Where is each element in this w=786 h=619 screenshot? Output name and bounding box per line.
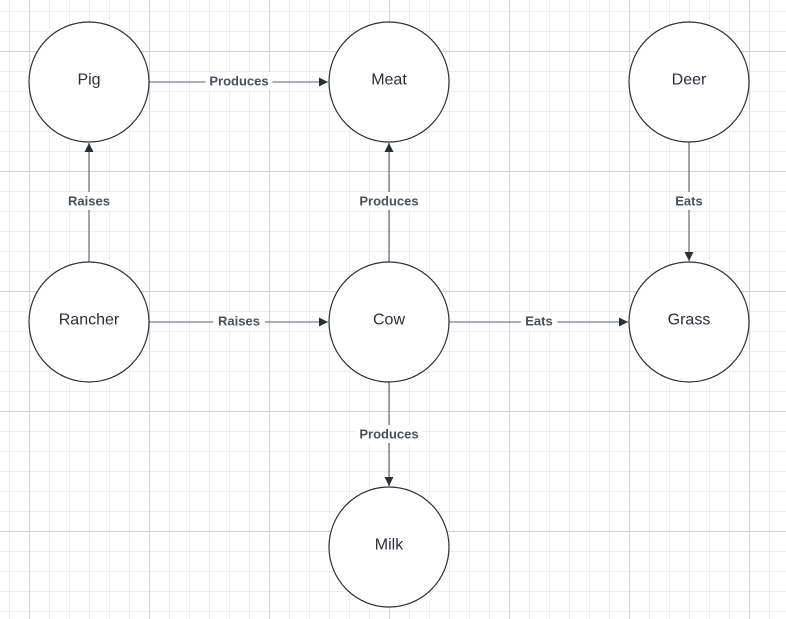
- edge-rancher-cow[interactable]: Raises: [149, 312, 328, 330]
- edge-rancher-pig[interactable]: Raises: [63, 143, 115, 262]
- node-label-rancher: Rancher: [59, 312, 120, 329]
- edge-deer-grass[interactable]: Eats: [670, 142, 708, 261]
- edge-label-bg-pig-meat: [205, 72, 273, 90]
- node-rancher[interactable]: Rancher: [28, 261, 150, 383]
- edge-pig-meat[interactable]: Produces: [149, 72, 328, 90]
- node-circle-deer[interactable]: [628, 21, 750, 143]
- node-circle-milk[interactable]: [328, 486, 450, 608]
- edge-label-bg-cow-grass: [520, 312, 558, 330]
- node-label-pig: Pig: [77, 72, 100, 89]
- edge-cow-grass[interactable]: Eats: [449, 312, 628, 330]
- edge-label-bg-cow-meat: [355, 192, 423, 210]
- edge-label-bg-deer-grass: [670, 192, 708, 210]
- node-grass[interactable]: Grass: [628, 261, 750, 383]
- node-circle-rancher[interactable]: [28, 261, 150, 383]
- edge-label-rancher-cow: Raises: [218, 314, 260, 329]
- edge-label-pig-meat: Produces: [209, 74, 268, 89]
- node-milk[interactable]: Milk: [328, 486, 450, 608]
- node-pig[interactable]: Pig: [28, 21, 150, 143]
- edge-label-cow-grass: Eats: [525, 314, 552, 329]
- node-cow[interactable]: Cow: [328, 261, 450, 383]
- node-circle-pig[interactable]: [28, 21, 150, 143]
- node-circle-grass[interactable]: [628, 261, 750, 383]
- node-deer[interactable]: Deer: [628, 21, 750, 143]
- edge-label-deer-grass: Eats: [675, 194, 702, 209]
- node-label-cow: Cow: [373, 312, 405, 329]
- edge-label-cow-meat: Produces: [359, 194, 418, 209]
- edge-cow-milk[interactable]: Produces: [355, 382, 423, 486]
- edge-label-bg-cow-milk: [355, 425, 423, 443]
- node-label-meat: Meat: [371, 72, 407, 89]
- node-circle-cow[interactable]: [328, 261, 450, 383]
- edge-label-cow-milk: Produces: [359, 427, 418, 442]
- edge-cow-meat[interactable]: Produces: [355, 143, 423, 262]
- node-label-deer: Deer: [672, 72, 707, 89]
- edge-label-bg-rancher-pig: [63, 192, 115, 210]
- node-meat[interactable]: Meat: [328, 21, 450, 143]
- edge-label-bg-rancher-cow: [213, 312, 265, 330]
- edge-label-rancher-pig: Raises: [68, 194, 110, 209]
- node-label-milk: Milk: [375, 537, 404, 554]
- node-label-grass: Grass: [668, 312, 711, 329]
- node-circle-meat[interactable]: [328, 21, 450, 143]
